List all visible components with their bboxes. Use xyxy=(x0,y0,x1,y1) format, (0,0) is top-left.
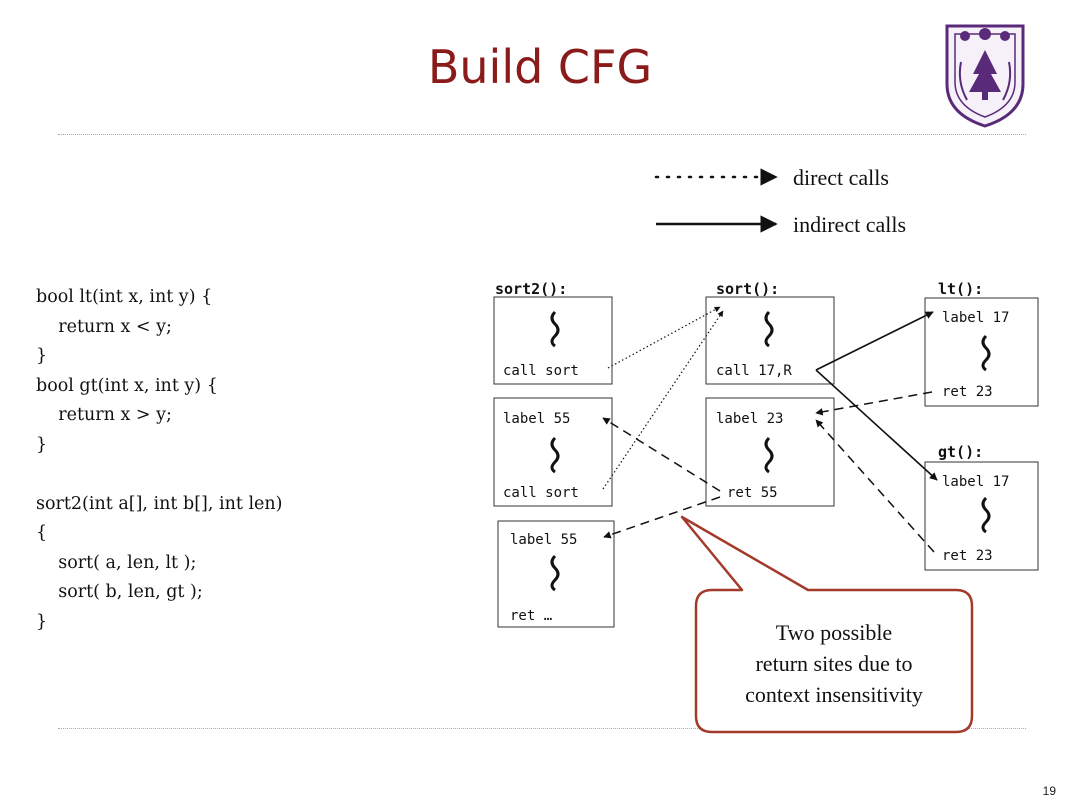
legend: direct calls indirect calls xyxy=(654,165,906,237)
bottom-divider xyxy=(58,728,1026,729)
sort2-block-1: call sort xyxy=(493,296,613,385)
legend-indirect-label: indirect calls xyxy=(793,212,906,237)
sort2-ret: ret … xyxy=(510,608,552,624)
code-elision-squiggle xyxy=(981,496,991,534)
sort-block-1: call 17,R xyxy=(705,296,835,385)
code-line: sort2(int a[], int b[], int len) xyxy=(36,493,283,514)
lt-header: lt(): xyxy=(938,280,983,298)
sort-ret-55: ret 55 xyxy=(727,485,778,501)
code-elision-squiggle xyxy=(764,310,774,348)
direct-call-arrow-2 xyxy=(602,310,724,490)
direct-call-arrow-1 xyxy=(607,306,721,369)
return-arrow-sort-to-label55-b xyxy=(603,496,721,539)
code-line: return x < y; xyxy=(36,316,172,337)
callout-line-2: return sites due to xyxy=(755,651,912,676)
lt-ret-23: ret 23 xyxy=(942,384,993,400)
code-line: bool lt(int x, int y) { xyxy=(36,287,213,307)
code-listing: bool lt(int x, int y) { return x < y; } … xyxy=(36,283,283,637)
code-line: return x > y; xyxy=(36,405,172,425)
code-line: } xyxy=(36,611,48,632)
code-elision-squiggle xyxy=(764,436,774,474)
indirect-call-arrow-lt xyxy=(815,311,934,371)
return-arrow-lt-to-sort xyxy=(815,391,933,416)
code-line: bool gt(int x, int y) { xyxy=(36,375,218,396)
return-arrow-sort-to-label55-a xyxy=(602,417,721,492)
code-elision-squiggle xyxy=(981,334,991,372)
code-elision-squiggle xyxy=(550,310,560,348)
gt-label-17: label 17 xyxy=(942,474,1009,490)
sort2-label-55-b: label 55 xyxy=(510,532,577,548)
sort2-call-sort-1: call sort xyxy=(503,363,579,379)
code-line: sort( b, len, gt ); xyxy=(36,582,203,602)
sort-label-23: label 23 xyxy=(716,411,783,427)
legend-direct-label: direct calls xyxy=(793,165,889,190)
university-crest-icon xyxy=(945,24,1025,128)
lt-block: label 17 ret 23 xyxy=(924,297,1039,407)
page-number: 19 xyxy=(1042,784,1056,798)
indirect-call-arrow-gt xyxy=(815,369,938,481)
sort2-header: sort2(): xyxy=(495,280,567,298)
code-elision-squiggle xyxy=(550,436,560,474)
top-divider xyxy=(58,134,1026,135)
callout-line-1: Two possible xyxy=(776,620,892,645)
gt-ret-23: ret 23 xyxy=(942,548,993,564)
code-line: } xyxy=(36,346,48,366)
code-line: sort( a, len, lt ); xyxy=(36,552,197,573)
code-line: { xyxy=(36,523,48,543)
sort-call-17-r: call 17,R xyxy=(716,363,792,379)
gt-block: label 17 ret 23 xyxy=(924,461,1039,571)
slide-title: Build CFG xyxy=(427,40,653,94)
callout: Two possible return sites due to context… xyxy=(680,515,974,734)
sort2-block-3: label 55 ret … xyxy=(497,520,615,628)
sort2-label-55-a: label 55 xyxy=(503,411,570,427)
code-elision-squiggle xyxy=(550,554,560,592)
lt-label-17: label 17 xyxy=(942,310,1009,326)
code-line: } xyxy=(36,434,48,455)
gt-header: gt(): xyxy=(938,443,983,461)
sort-block-2: label 23 ret 55 xyxy=(705,397,835,507)
sort-header: sort(): xyxy=(716,280,779,298)
sort2-call-sort-2: call sort xyxy=(503,485,579,501)
sort2-block-2: label 55 call sort xyxy=(493,397,613,507)
callout-line-3: context insensitivity xyxy=(745,682,923,707)
